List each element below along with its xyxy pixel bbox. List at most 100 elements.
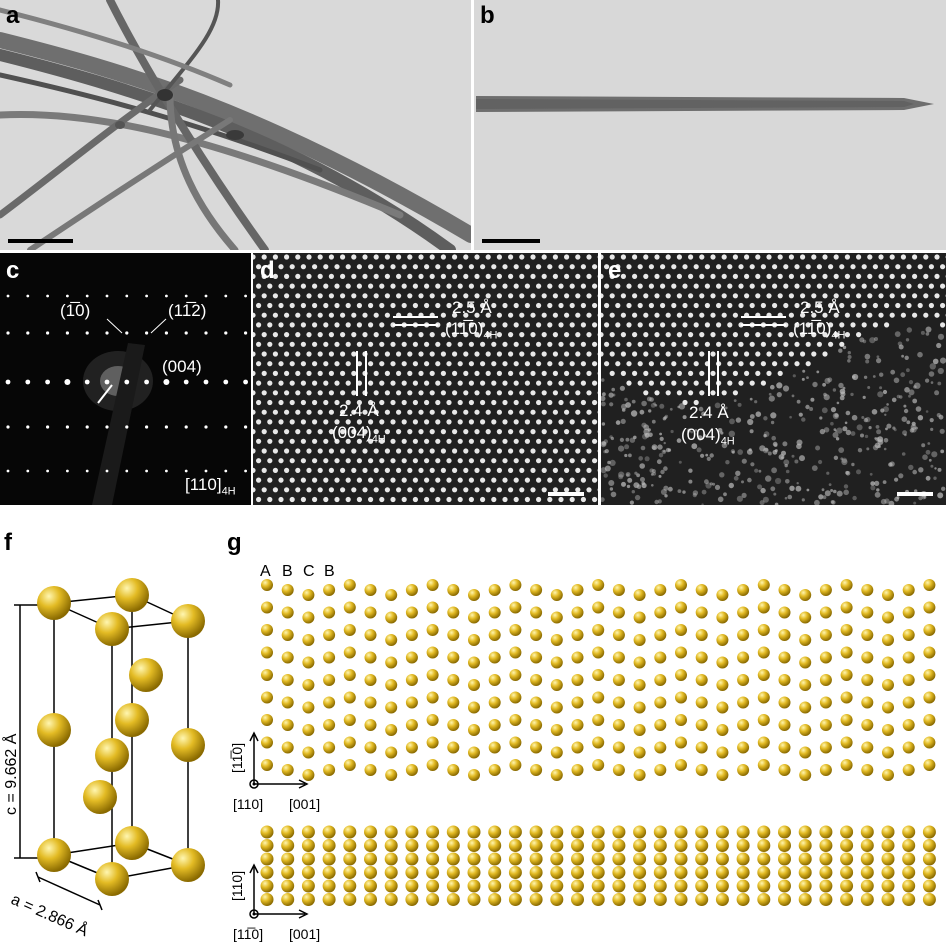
lattice-dot	[351, 429, 357, 435]
panel-f-label: f	[4, 529, 12, 556]
lattice-dot	[351, 448, 357, 454]
lattice-dot	[755, 254, 761, 260]
lattice-dot	[940, 283, 946, 289]
lattice-dot	[604, 264, 610, 270]
amorphous-dot	[884, 413, 887, 416]
atom-top	[261, 691, 273, 704]
atom-bottom	[757, 866, 771, 879]
atom-bottom	[653, 825, 667, 839]
atom-top	[840, 579, 853, 591]
lattice-dot	[295, 409, 301, 415]
amorphous-dot	[603, 450, 607, 454]
lattice-dot	[547, 361, 553, 367]
lattice-dot	[502, 477, 508, 483]
atom-bottom	[591, 866, 605, 879]
lattice-dot	[446, 361, 452, 367]
atom-top	[716, 656, 729, 669]
amorphous-dot	[717, 428, 723, 433]
lattice-dot	[547, 380, 553, 386]
lattice-dot	[676, 273, 682, 279]
lattice-dot	[513, 264, 519, 270]
amorphous-dot	[798, 412, 803, 417]
bottom-vertical-axis-label: [110]	[229, 871, 245, 901]
lattice-dot	[530, 448, 536, 454]
amorphous-dot	[868, 426, 872, 430]
atom-top	[695, 696, 708, 709]
atom-bottom	[384, 839, 398, 852]
amorphous-dot	[827, 377, 833, 383]
diffraction-spot	[244, 331, 248, 335]
lattice-dot	[446, 341, 452, 347]
amorphous-dot	[627, 477, 633, 483]
lattice-dot	[912, 312, 918, 318]
amorphous-dot	[869, 472, 873, 476]
amorphous-dot	[703, 434, 707, 438]
lattice-dot	[306, 312, 312, 318]
atom-top	[426, 759, 439, 771]
lattice-dot	[586, 312, 592, 318]
atom-top	[426, 736, 439, 749]
lattice-dot	[334, 399, 340, 406]
amorphous-dot	[872, 375, 876, 378]
lattice-dot	[278, 380, 284, 386]
atom-bottom	[260, 879, 274, 893]
atom-bottom	[529, 866, 543, 879]
atom-top	[861, 629, 874, 641]
atom-top	[695, 651, 708, 664]
lattice-dot	[783, 283, 789, 289]
lattice-dot	[592, 264, 598, 270]
lattice-dot	[328, 390, 334, 396]
atom-top	[364, 764, 377, 776]
amorphous-dot	[841, 457, 848, 463]
atom-bottom	[426, 866, 440, 879]
atom-bottom	[633, 839, 647, 852]
lattice-dot	[530, 351, 536, 357]
lattice-dot	[732, 254, 738, 260]
lattice-dot	[800, 254, 806, 260]
lattice-dot	[480, 419, 486, 425]
atom-top	[302, 589, 315, 601]
lattice-dot	[452, 448, 458, 454]
amorphous-dot	[650, 403, 656, 408]
lattice-dot	[502, 496, 508, 503]
diffraction-spot	[65, 425, 69, 429]
lattice-dot	[256, 264, 262, 270]
lattice-dot	[401, 496, 407, 503]
lattice-dot	[351, 273, 357, 279]
amorphous-dot	[724, 406, 728, 410]
lattice-dot	[654, 254, 660, 260]
lattice-dot	[334, 302, 340, 309]
amorphous-dot	[922, 454, 928, 460]
amorphous-dot	[810, 397, 815, 402]
lattice-dot	[401, 477, 407, 483]
a-lattice-parameter: a = 2.866 Å	[8, 889, 91, 940]
lattice-dot	[345, 399, 351, 406]
atom-bottom	[819, 839, 833, 852]
atom-bottom	[778, 839, 791, 852]
atom-top	[488, 674, 501, 686]
amorphous-dot	[891, 397, 897, 403]
amorphous-dot	[768, 392, 772, 396]
lattice-dot	[777, 332, 783, 338]
atom-bottom	[860, 825, 874, 839]
atom-bottom	[343, 825, 357, 839]
amorphous-dot	[917, 351, 923, 358]
atom-top	[509, 669, 522, 681]
lattice-dot	[256, 496, 262, 503]
amorphous-dot	[929, 363, 936, 370]
amorphous-dot	[714, 484, 721, 490]
amorphous-dot	[705, 453, 709, 457]
atom-top	[633, 769, 646, 781]
lattice-dot	[632, 273, 638, 279]
lattice-dot	[261, 487, 267, 493]
lattice-dot	[777, 273, 783, 279]
atom-top	[695, 629, 708, 641]
amorphous-dot	[876, 488, 880, 492]
atom-top	[840, 714, 853, 726]
lattice-dot	[530, 467, 536, 473]
lattice-dot	[407, 351, 413, 357]
amorphous-dot	[833, 455, 839, 460]
lattice-dot	[934, 312, 940, 318]
lattice-dot	[654, 351, 660, 357]
amorphous-dot	[861, 416, 865, 419]
